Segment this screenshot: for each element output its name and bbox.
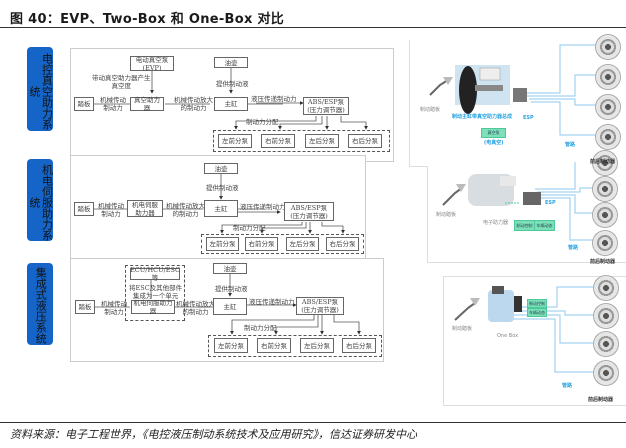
wheel-box-rr-1: 右后分泵 [348,134,382,148]
brake-disc-icon [593,303,619,329]
abs-esp-box-2: ABS/ESP泵 (压力调节器) [284,202,334,221]
photo-panel-evp [409,40,626,167]
unit-caption-2: 电子助力器 [483,220,509,226]
vehicle-dynamics-module-3: 车辆动态 [527,308,547,317]
row-tab-two-box: 机电伺服助力系统 [27,159,54,241]
wheel-box-lf-1: 左前分泵 [218,134,252,148]
master-cylinder-box-1: 主缸 [214,97,248,111]
master-cylinder-box-2: 主缸 [204,200,238,217]
pipe-caption-1: 管路 [565,142,576,148]
pedal-label-3: 机械传动 制动力 [101,300,127,316]
brake-disc-icon [592,150,618,176]
wheel-box-rf-2: 右前分泵 [245,237,278,251]
wheel-box-lr-1: 左后分泵 [305,134,339,148]
unit-caption-1: 制动主缸带真空助力器总成 [452,114,513,120]
brake-disc-icon [593,360,619,386]
abs-esp-box-3: ABS/ESP泵 (压力调节器) [296,297,344,315]
booster-label-2: 机械传动放大 的制动力 [166,202,205,218]
wheel-caption-2: 前后制动器 [590,259,616,265]
wheel-caption-3: 前后制动器 [588,397,614,403]
wheel-box-lf-2: 左前分泵 [206,237,239,251]
pedal-box-3: 踏板 [75,300,95,314]
brake-disc-icon [593,275,619,301]
dist-label-3: 制动力分配 [244,324,277,332]
ecu-label: 将ESC及其他部件 集成为一个单元 [129,284,183,300]
reservoir-box-1: 油壶 [214,57,248,68]
wheel-box-rf-1: 右前分泵 [261,134,295,148]
emb-booster-box-2: 机电伺服 助力器 [127,200,163,217]
pedal-label-2: 机械传动 制动力 [98,202,124,218]
ecu-box: ECU/HCU/ESC等 [130,266,180,282]
integrated-unit-group [125,265,185,321]
booster-label-3: 机械传动放大 的制动力 [176,300,215,316]
brake-disc-icon [595,94,621,120]
vacuum-pump-sub: (电真空) [484,140,504,146]
pedal-label-1: 机械传动 制动力 [100,96,126,112]
booster-label-1: 机械传动放大 的制动力 [174,96,213,112]
brake-disc-icon [593,331,619,357]
evp-pump-box: 电动真空泵 (EVP) [130,56,174,72]
esp-caption-1: ESP [523,115,534,121]
figure-title: 图 40：EVP、Two-Box 和 One-Box 对比 [10,12,285,27]
wheel-box-rr-2: 右后分泵 [326,237,359,251]
master-label-1: 液压传递制动力 [251,95,297,103]
wheel-group-1 [213,130,390,152]
wheel-box-lr-3: 左后分泵 [300,338,334,353]
master-label-3: 液压传递制动力 [249,298,295,306]
title-rule [0,27,626,28]
row-tab-one-box: 集成式液压系统 [27,263,53,345]
pedal-caption-2: 制动踏板 [436,212,457,218]
abs-esp-box-1: ABS/ESP泵 (压力调节器) [303,97,349,115]
esp-caption-2: ESP [545,200,556,206]
reservoir-label-2: 提供制动液 [206,184,239,192]
evp-pump-label: 带动真空助力器产生 真空度 [92,74,151,90]
vehicle-dynamics-module-2: 车辆动态 [534,220,555,231]
wheel-group-3 [208,335,382,357]
dist-label-1: 制动力分配 [246,118,279,126]
footer-rule [0,422,626,423]
brake-disc-icon [592,230,618,256]
pedal-caption-3: 制动踏板 [452,326,473,332]
master-label-2: 液压传递制动力 [240,203,286,211]
source-note: 资料来源：电子工程世界，《电控液压制动系统技术及应用研究》，信达证券研发中心 [10,428,417,441]
unit-caption-3: One Box [497,333,519,339]
brake-disc-icon [595,64,621,90]
brake-control-module-3: 制动控制 [527,299,547,308]
row-tab-evp: 电控真空助力系统 [27,47,54,131]
pipe-caption-2: 管路 [568,245,579,251]
wheel-box-lr-2: 左后分泵 [286,237,319,251]
brake-control-module-2: 制动控制 [514,220,535,231]
vacuum-booster-box: 真空助力器 [130,96,164,112]
emb-booster-box-3: 机电伺服助力器 [131,299,175,315]
reservoir-label-1: 提供制动液 [216,80,249,88]
pedal-caption-1: 制动踏板 [420,107,441,113]
wheel-caption-1: 前后制动器 [590,159,616,165]
master-cylinder-box-3: 主缸 [213,298,247,315]
reservoir-label-3: 提供制动液 [215,285,248,293]
wheel-box-rf-3: 右前分泵 [257,338,291,353]
brake-disc-icon [592,202,618,228]
wheel-box-rr-3: 右后分泵 [342,338,376,353]
pedal-box-1: 踏板 [74,97,94,111]
wheel-box-lf-3: 左前分泵 [214,338,248,353]
pipe-caption-3: 管路 [562,383,573,389]
reservoir-box-2: 油壶 [204,163,238,174]
vacuum-pump-module: 真空泵 [481,128,506,138]
dist-label-2: 制动力分配 [233,224,266,232]
brake-disc-icon [595,124,621,150]
brake-disc-icon [592,176,618,202]
wheel-group-2 [201,234,364,254]
pedal-box-2: 踏板 [74,202,94,216]
reservoir-box-3: 油壶 [213,263,247,274]
brake-disc-icon [595,34,621,60]
